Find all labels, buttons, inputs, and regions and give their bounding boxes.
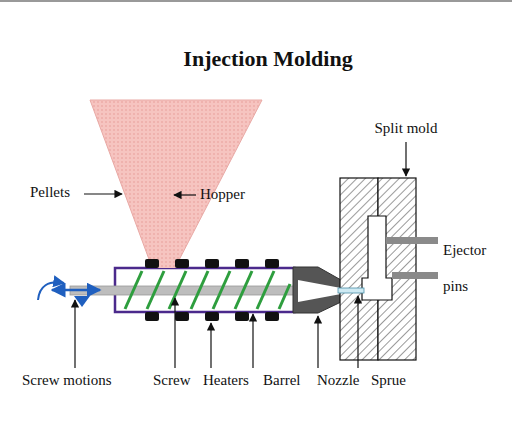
part-label: Sprue bbox=[371, 372, 406, 389]
leader-line bbox=[405, 142, 406, 176]
heater-block bbox=[235, 259, 249, 268]
leader-line bbox=[84, 193, 122, 194]
screw-flight bbox=[169, 271, 186, 309]
part-label: Heaters bbox=[203, 372, 249, 389]
part-label: Hopper bbox=[200, 186, 245, 203]
frame-line bbox=[0, 0, 512, 2]
reciprocation-arrow bbox=[52, 289, 100, 292]
part-label: Barrel bbox=[263, 372, 300, 389]
heater-block bbox=[265, 259, 279, 268]
heater-block bbox=[145, 312, 159, 321]
screw-flight bbox=[125, 271, 142, 309]
leader-line bbox=[174, 298, 175, 368]
heater-block bbox=[205, 312, 219, 321]
screw-flight bbox=[235, 271, 252, 309]
ejector-pin bbox=[386, 237, 438, 244]
part-label: Screw bbox=[153, 372, 191, 389]
leader-line bbox=[252, 314, 253, 368]
screw-flight bbox=[279, 284, 290, 309]
leader-line bbox=[174, 194, 196, 195]
diagram-title: Injection Molding bbox=[183, 46, 352, 71]
nozzle-channel bbox=[298, 280, 341, 302]
leader-line bbox=[210, 323, 211, 368]
heater-block bbox=[175, 259, 189, 268]
screw-flight bbox=[191, 271, 208, 309]
mold-cavity bbox=[362, 216, 392, 300]
hopper-shape bbox=[90, 100, 262, 270]
heater-block bbox=[205, 259, 219, 268]
screw-flights bbox=[125, 271, 290, 309]
ejector-pin bbox=[392, 272, 438, 279]
leader-line bbox=[74, 300, 75, 368]
part-label: Ejector pins bbox=[443, 232, 505, 304]
heater-block bbox=[145, 259, 159, 268]
leader-line bbox=[317, 316, 318, 368]
sprue-channel bbox=[338, 288, 364, 293]
heater-block bbox=[235, 312, 249, 321]
heater-block bbox=[175, 312, 189, 321]
screw-flight bbox=[257, 271, 274, 309]
nozzle-shape bbox=[293, 267, 341, 313]
heater-block bbox=[265, 312, 279, 321]
part-label: Screw motions bbox=[22, 372, 112, 389]
screw-flight bbox=[213, 271, 230, 309]
part-label: Pellets bbox=[30, 184, 70, 201]
part-label: Split mold bbox=[375, 120, 438, 137]
screw-flight bbox=[147, 271, 164, 309]
leader-lines bbox=[75, 142, 406, 368]
direction-triangle bbox=[74, 296, 90, 307]
heater-bands bbox=[145, 259, 279, 321]
part-label: Nozzle bbox=[317, 372, 359, 389]
leader-line bbox=[357, 296, 358, 368]
